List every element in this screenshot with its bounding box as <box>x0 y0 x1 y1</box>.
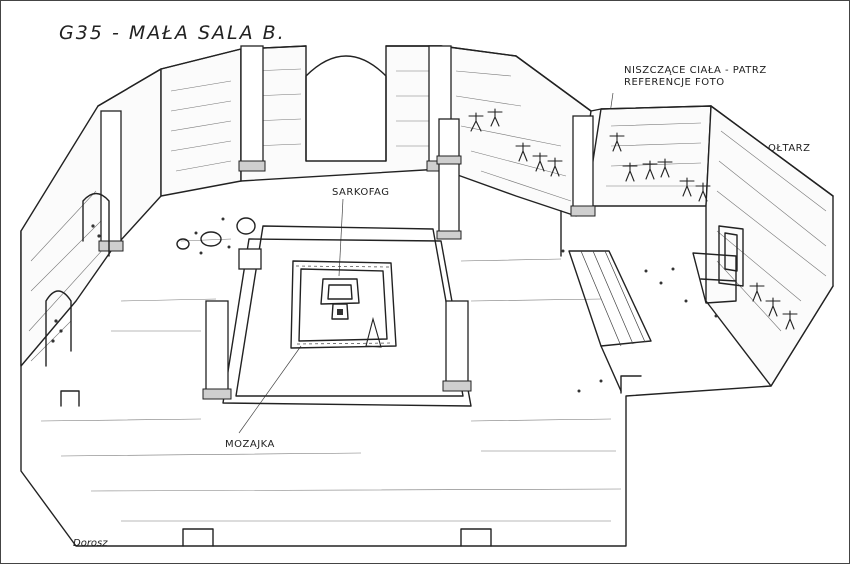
altar-label: OŁTARZ <box>768 143 810 154</box>
sarcophagus-leader-line <box>338 198 344 277</box>
room-floor-outline <box>20 230 834 547</box>
artist-signature: Dorosz <box>73 538 108 549</box>
floor-debris <box>561 249 718 393</box>
altar <box>692 225 744 304</box>
rubble-pile <box>176 217 256 255</box>
platform-columns <box>202 118 472 400</box>
alcove-stairs <box>560 210 652 392</box>
mosaic-label: MOZAJKA <box>225 439 275 450</box>
central-platform <box>222 225 472 407</box>
mosaic-floor <box>290 260 397 349</box>
sarcophagus <box>320 278 360 320</box>
note-label-line1: NISZCZĄCE CIAŁA - PATRZ <box>624 65 767 76</box>
mosaic-leader-line <box>238 345 302 434</box>
sketch-title: G35 - MAŁA SALA B. <box>59 22 286 44</box>
wall-figures <box>468 108 798 330</box>
left-wall-niches <box>45 192 110 367</box>
standing-figure <box>365 316 382 348</box>
note-label-line2: REFERENCJE FOTO <box>624 77 725 88</box>
back-columns <box>98 45 596 252</box>
sarcophagus-label: SARKOFAG <box>332 187 389 198</box>
back-walls <box>20 45 834 387</box>
bottom-doorways <box>60 375 642 547</box>
brick-texture <box>28 68 827 522</box>
